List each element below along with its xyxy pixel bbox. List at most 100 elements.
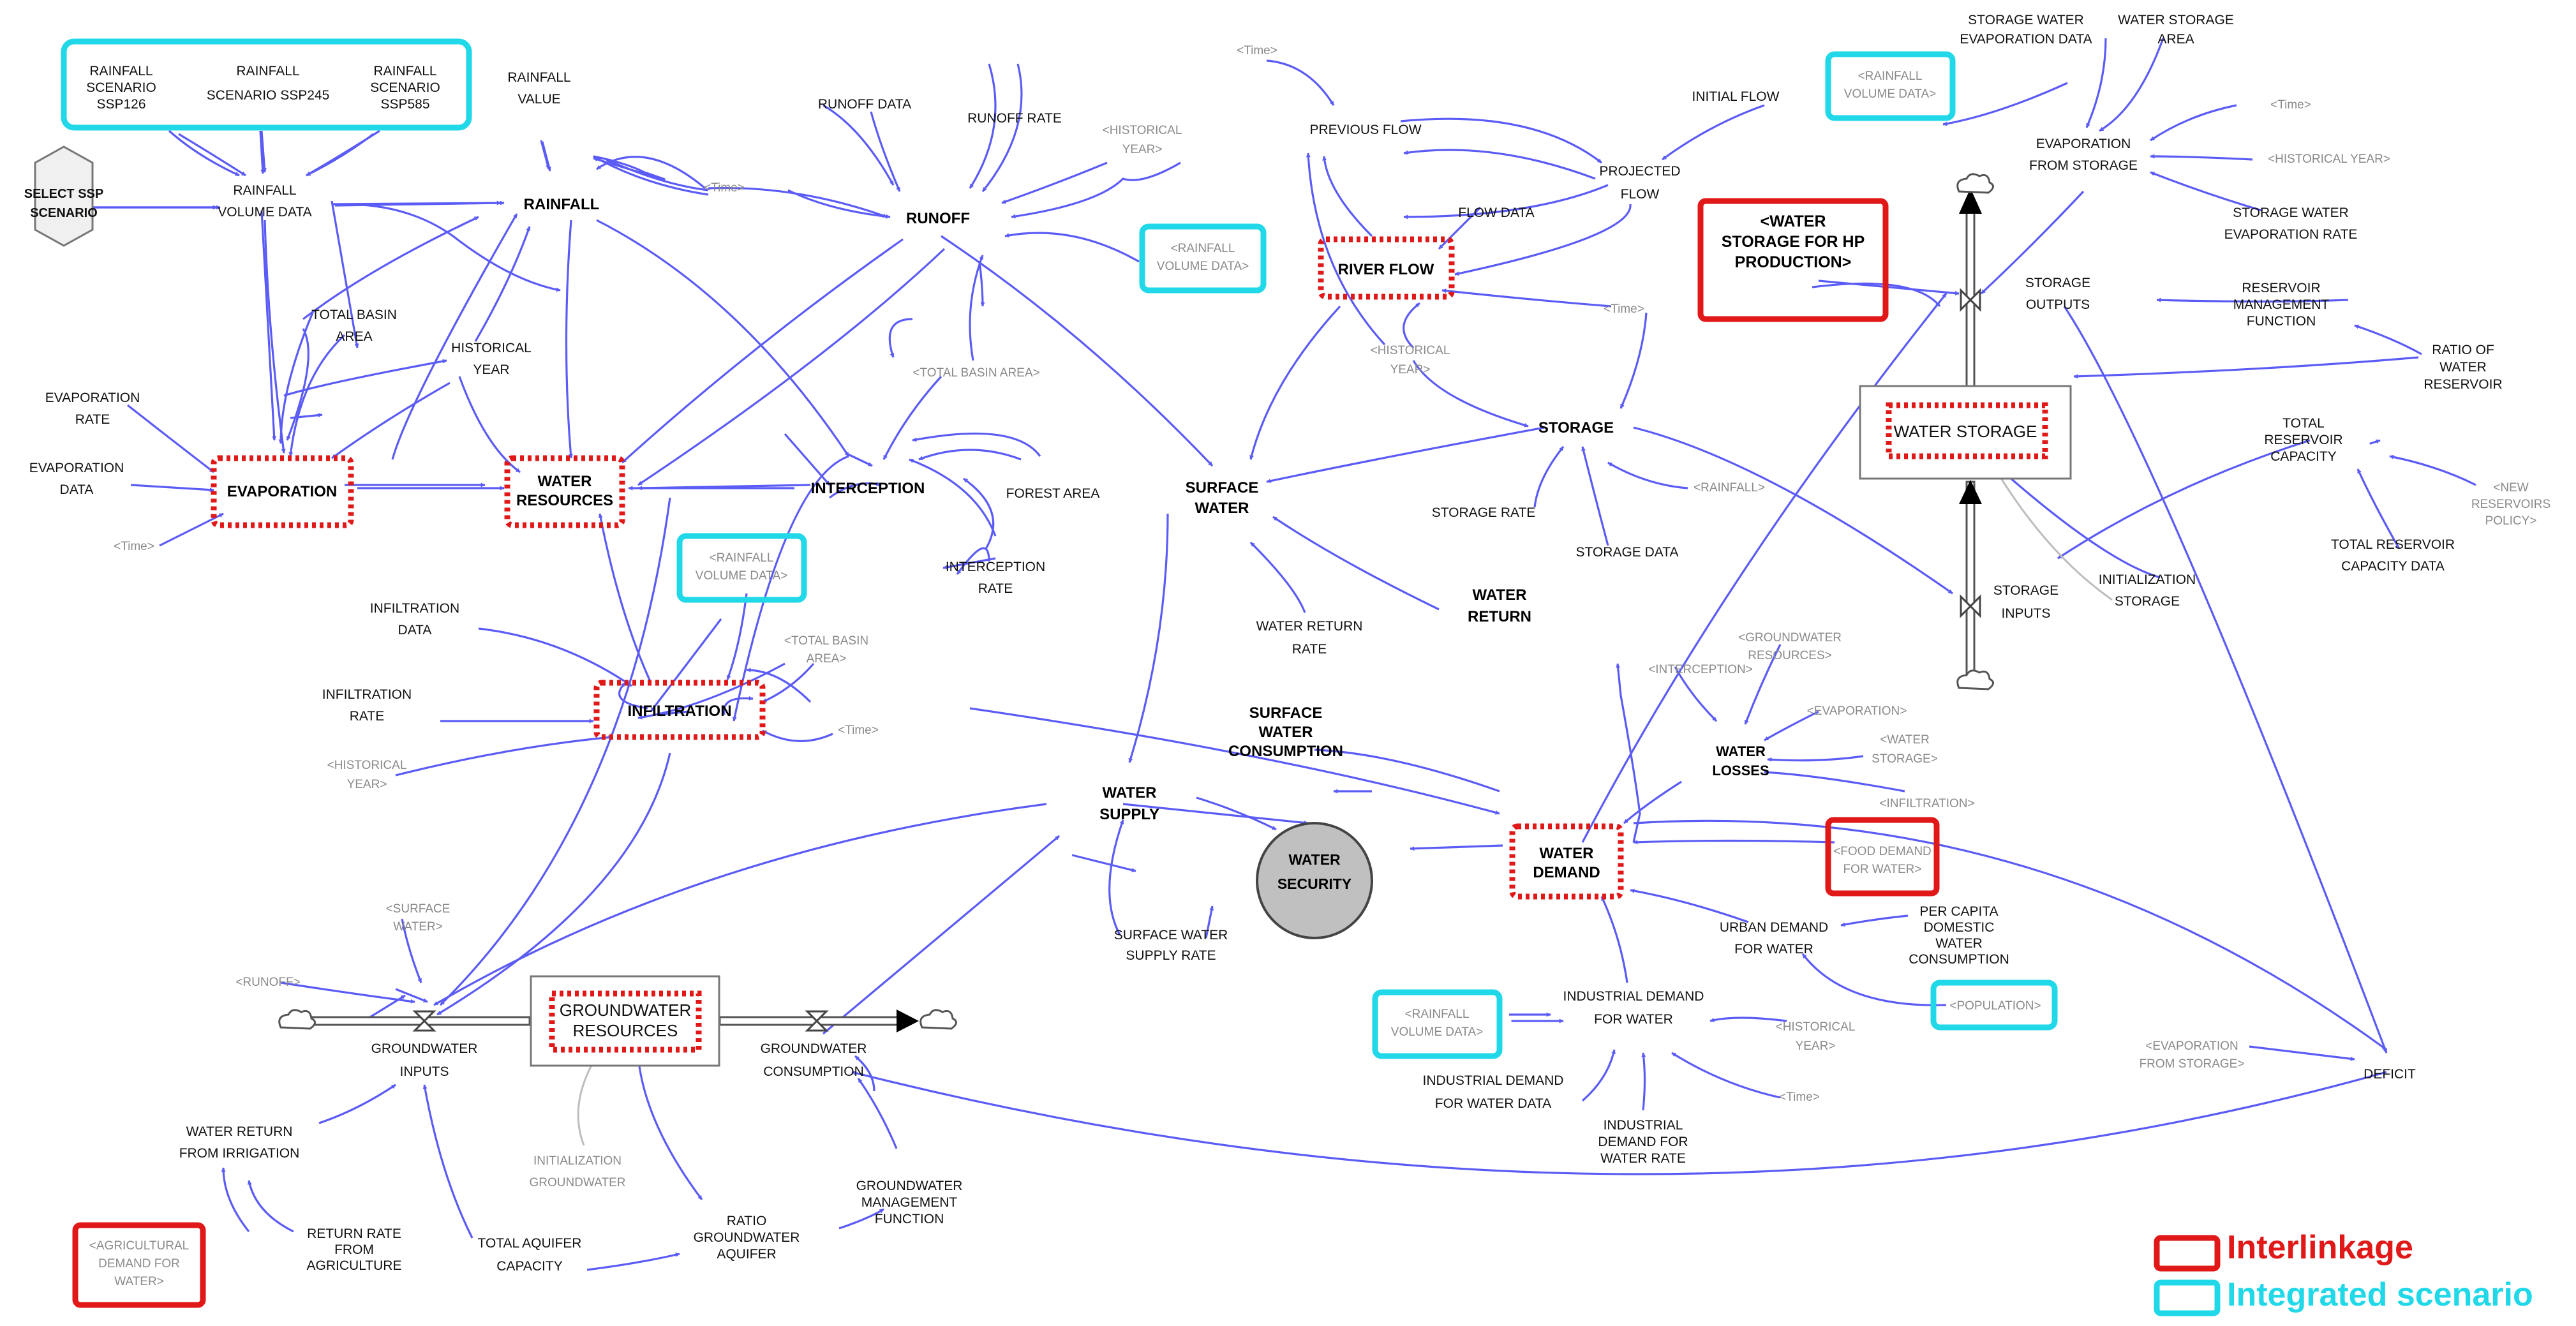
integrated-scenario-box-rainfall-runoff (1139, 223, 1267, 294)
legend: Interlinkage Integrated scenario (2154, 1229, 2533, 1316)
flow-data: FLOW DATA (1458, 205, 1534, 220)
water-storage: WATER STORAGE (1894, 422, 2037, 441)
legend-integrated-scenario-swatch (2154, 1279, 2221, 1316)
legend-integrated-scenario-label: Integrated scenario (2227, 1276, 2533, 1313)
stocks (299, 188, 2072, 1067)
infiltration: INFILTRATION (627, 703, 731, 720)
storage: STORAGE (1538, 419, 1614, 436)
infiltration-highlight (593, 680, 766, 740)
valve-icon (1960, 594, 1981, 618)
groundwater-inflow-pipe (299, 1016, 531, 1026)
time-shadow: <Time> (704, 181, 745, 195)
river-flow: RIVER FLOW (1338, 261, 1434, 278)
historical-year-shadow: <HISTORICAL YEAR> (2268, 153, 2390, 166)
hexagon-icon (34, 145, 94, 247)
legend-interlinkage-swatch (2154, 1235, 2221, 1272)
interlinkage-box-agricultural-demand (72, 1222, 206, 1308)
storage-outflow-arrowhead (1959, 188, 1982, 214)
time-shadow: <Time> (838, 724, 879, 737)
runoff-data: RUNOFF DATA (818, 97, 911, 112)
cloud-icons (278, 173, 1994, 1030)
water-security-node (1256, 822, 1373, 939)
time-shadow: <Time> (2270, 98, 2311, 112)
storage-inflow-arrowhead (1959, 480, 1982, 504)
time-shadow: <Time> (1604, 302, 1644, 316)
valve-icons (412, 288, 1981, 1032)
valve-icon (1960, 288, 1981, 312)
legend-interlinkage-label: Interlinkage (2227, 1229, 2413, 1266)
population-shadow: <POPULATION> (1949, 999, 2041, 1013)
water-storage-stock (1859, 385, 2072, 480)
runoff-shadow: <RUNOFF> (235, 976, 300, 989)
shadow-variable-labels: <Time> <Time> <Time> <Time> <Time> <Time… (89, 44, 2550, 1288)
evaporation: EVAPORATION (227, 483, 337, 500)
storage-inflow-pipe (1965, 480, 1976, 674)
evaporation-shadow: <EVAPORATION> (1807, 704, 1907, 718)
rainfall-shadow: <RAINFALL> (1694, 481, 1765, 495)
cloud-icon (278, 1009, 316, 1030)
valve-icon (805, 1010, 829, 1032)
integrated-scenario-box-rainfall-industrial (1372, 989, 1503, 1059)
valve-icon (412, 1010, 436, 1032)
infiltration-shadow: <INFILTRATION> (1879, 797, 1974, 810)
water-resources-highlight (504, 455, 625, 528)
time-shadow: <Time> (1779, 1091, 1820, 1104)
forest-area: FOREST AREA (1006, 486, 1100, 501)
deficit: DEFICIT (2364, 1067, 2416, 1082)
initialization-links (577, 472, 2113, 1146)
storage-data: STORAGE DATA (1575, 545, 1678, 560)
groundwater-outflow-pipe (718, 1016, 900, 1026)
causal-links (57, 63, 1500, 1035)
cloud-icon (1956, 669, 1994, 690)
integrated-scenario-box-rainfall-infiltration (676, 533, 807, 603)
integrated-scenario-box-rainfall-storage (1825, 51, 1956, 121)
total-basin-area-shadow: <TOTAL BASIN AREA> (912, 366, 1039, 380)
water-demand-highlight (1509, 823, 1624, 900)
previous-flow: PREVIOUS FLOW (1309, 123, 1421, 137)
initial-flow: INITIAL FLOW (1692, 89, 1780, 104)
time-shadow: <Time> (114, 540, 154, 553)
